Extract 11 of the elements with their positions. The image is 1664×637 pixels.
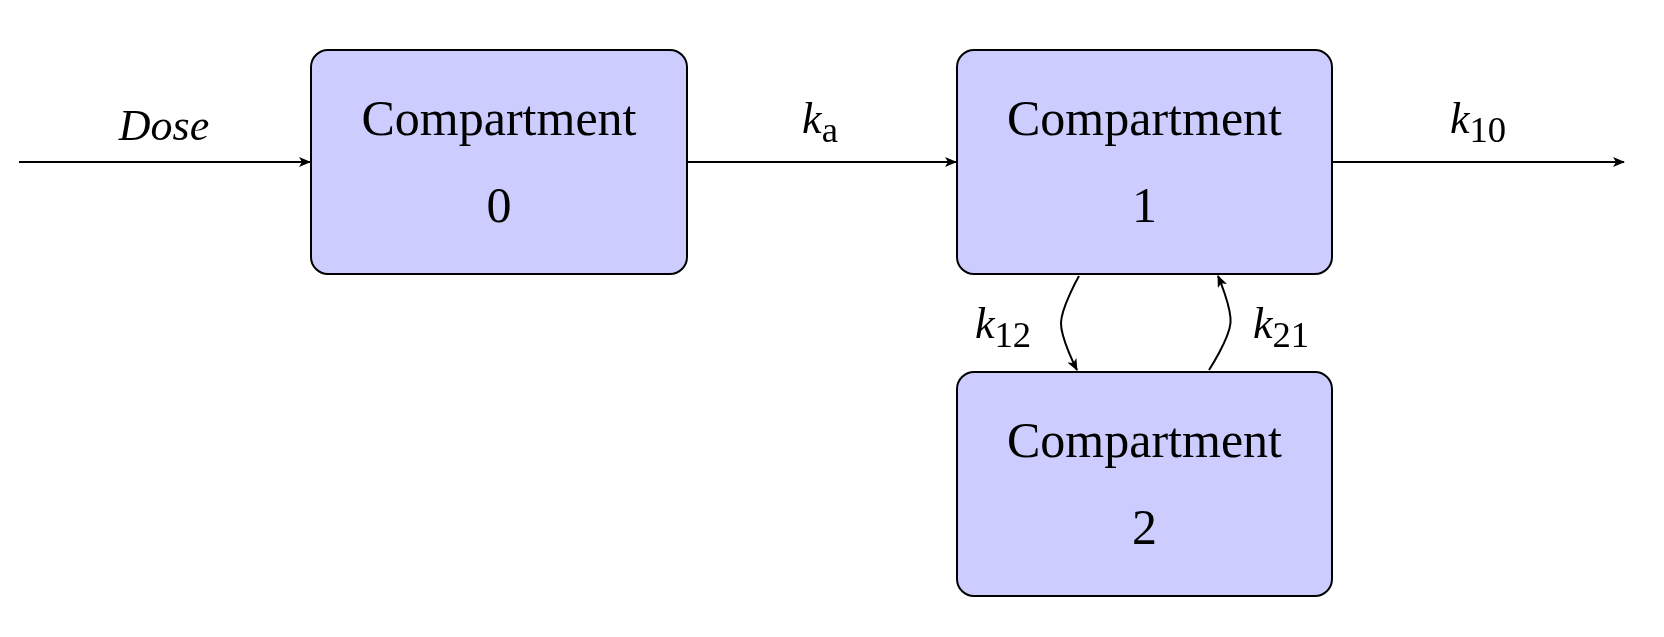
arrow <box>1060 275 1080 371</box>
node-label: Compartment 1 <box>1007 88 1282 235</box>
compartment-box <box>956 49 1333 275</box>
arrow <box>687 157 957 167</box>
compartment-box <box>956 371 1333 597</box>
arrow <box>1332 157 1625 167</box>
node-label: Compartment 2 <box>1007 410 1282 557</box>
arrow <box>18 157 311 167</box>
compartment-box <box>310 49 688 275</box>
arrow <box>1208 275 1232 371</box>
node-label: Compartment 0 <box>361 88 637 235</box>
